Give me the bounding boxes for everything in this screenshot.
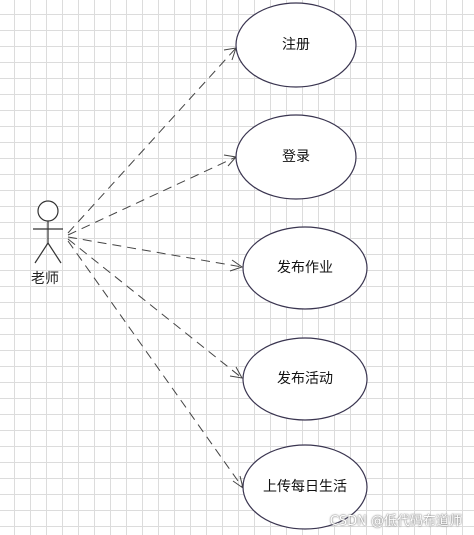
use-case-activity-label: 发布活动 bbox=[277, 371, 333, 387]
association-edges bbox=[67, 47, 244, 490]
edge-register bbox=[67, 47, 237, 234]
use-case-homework-label: 发布作业 bbox=[277, 260, 333, 276]
use-case-ellipses bbox=[235, 2, 368, 530]
edge-daily-life bbox=[67, 240, 244, 489]
edge-activity-arrowhead bbox=[229, 366, 243, 379]
actor-left-leg bbox=[34, 242, 49, 264]
actor-figure bbox=[33, 200, 63, 264]
edge-homework-arrowhead bbox=[229, 259, 244, 272]
use-case-login-ellipse bbox=[235, 114, 357, 200]
edge-activity bbox=[67, 238, 243, 379]
edge-homework bbox=[67, 236, 243, 268]
actor-right-leg bbox=[47, 242, 62, 264]
use-case-register-label: 注册 bbox=[282, 37, 310, 53]
use-case-homework-ellipse bbox=[242, 226, 368, 310]
use-case-daily-life-label: 上传每日生活 bbox=[263, 479, 347, 495]
use-case-daily-life-ellipse bbox=[242, 444, 368, 530]
actor-label: 老师 bbox=[31, 271, 59, 287]
watermark: CSDN @低代码布道师 bbox=[329, 514, 462, 529]
use-case-activity-ellipse bbox=[242, 337, 368, 421]
actor-head bbox=[37, 200, 59, 222]
use-case-register-ellipse bbox=[235, 2, 357, 88]
use-case-login-label: 登录 bbox=[282, 149, 310, 165]
edge-login bbox=[67, 156, 237, 236]
